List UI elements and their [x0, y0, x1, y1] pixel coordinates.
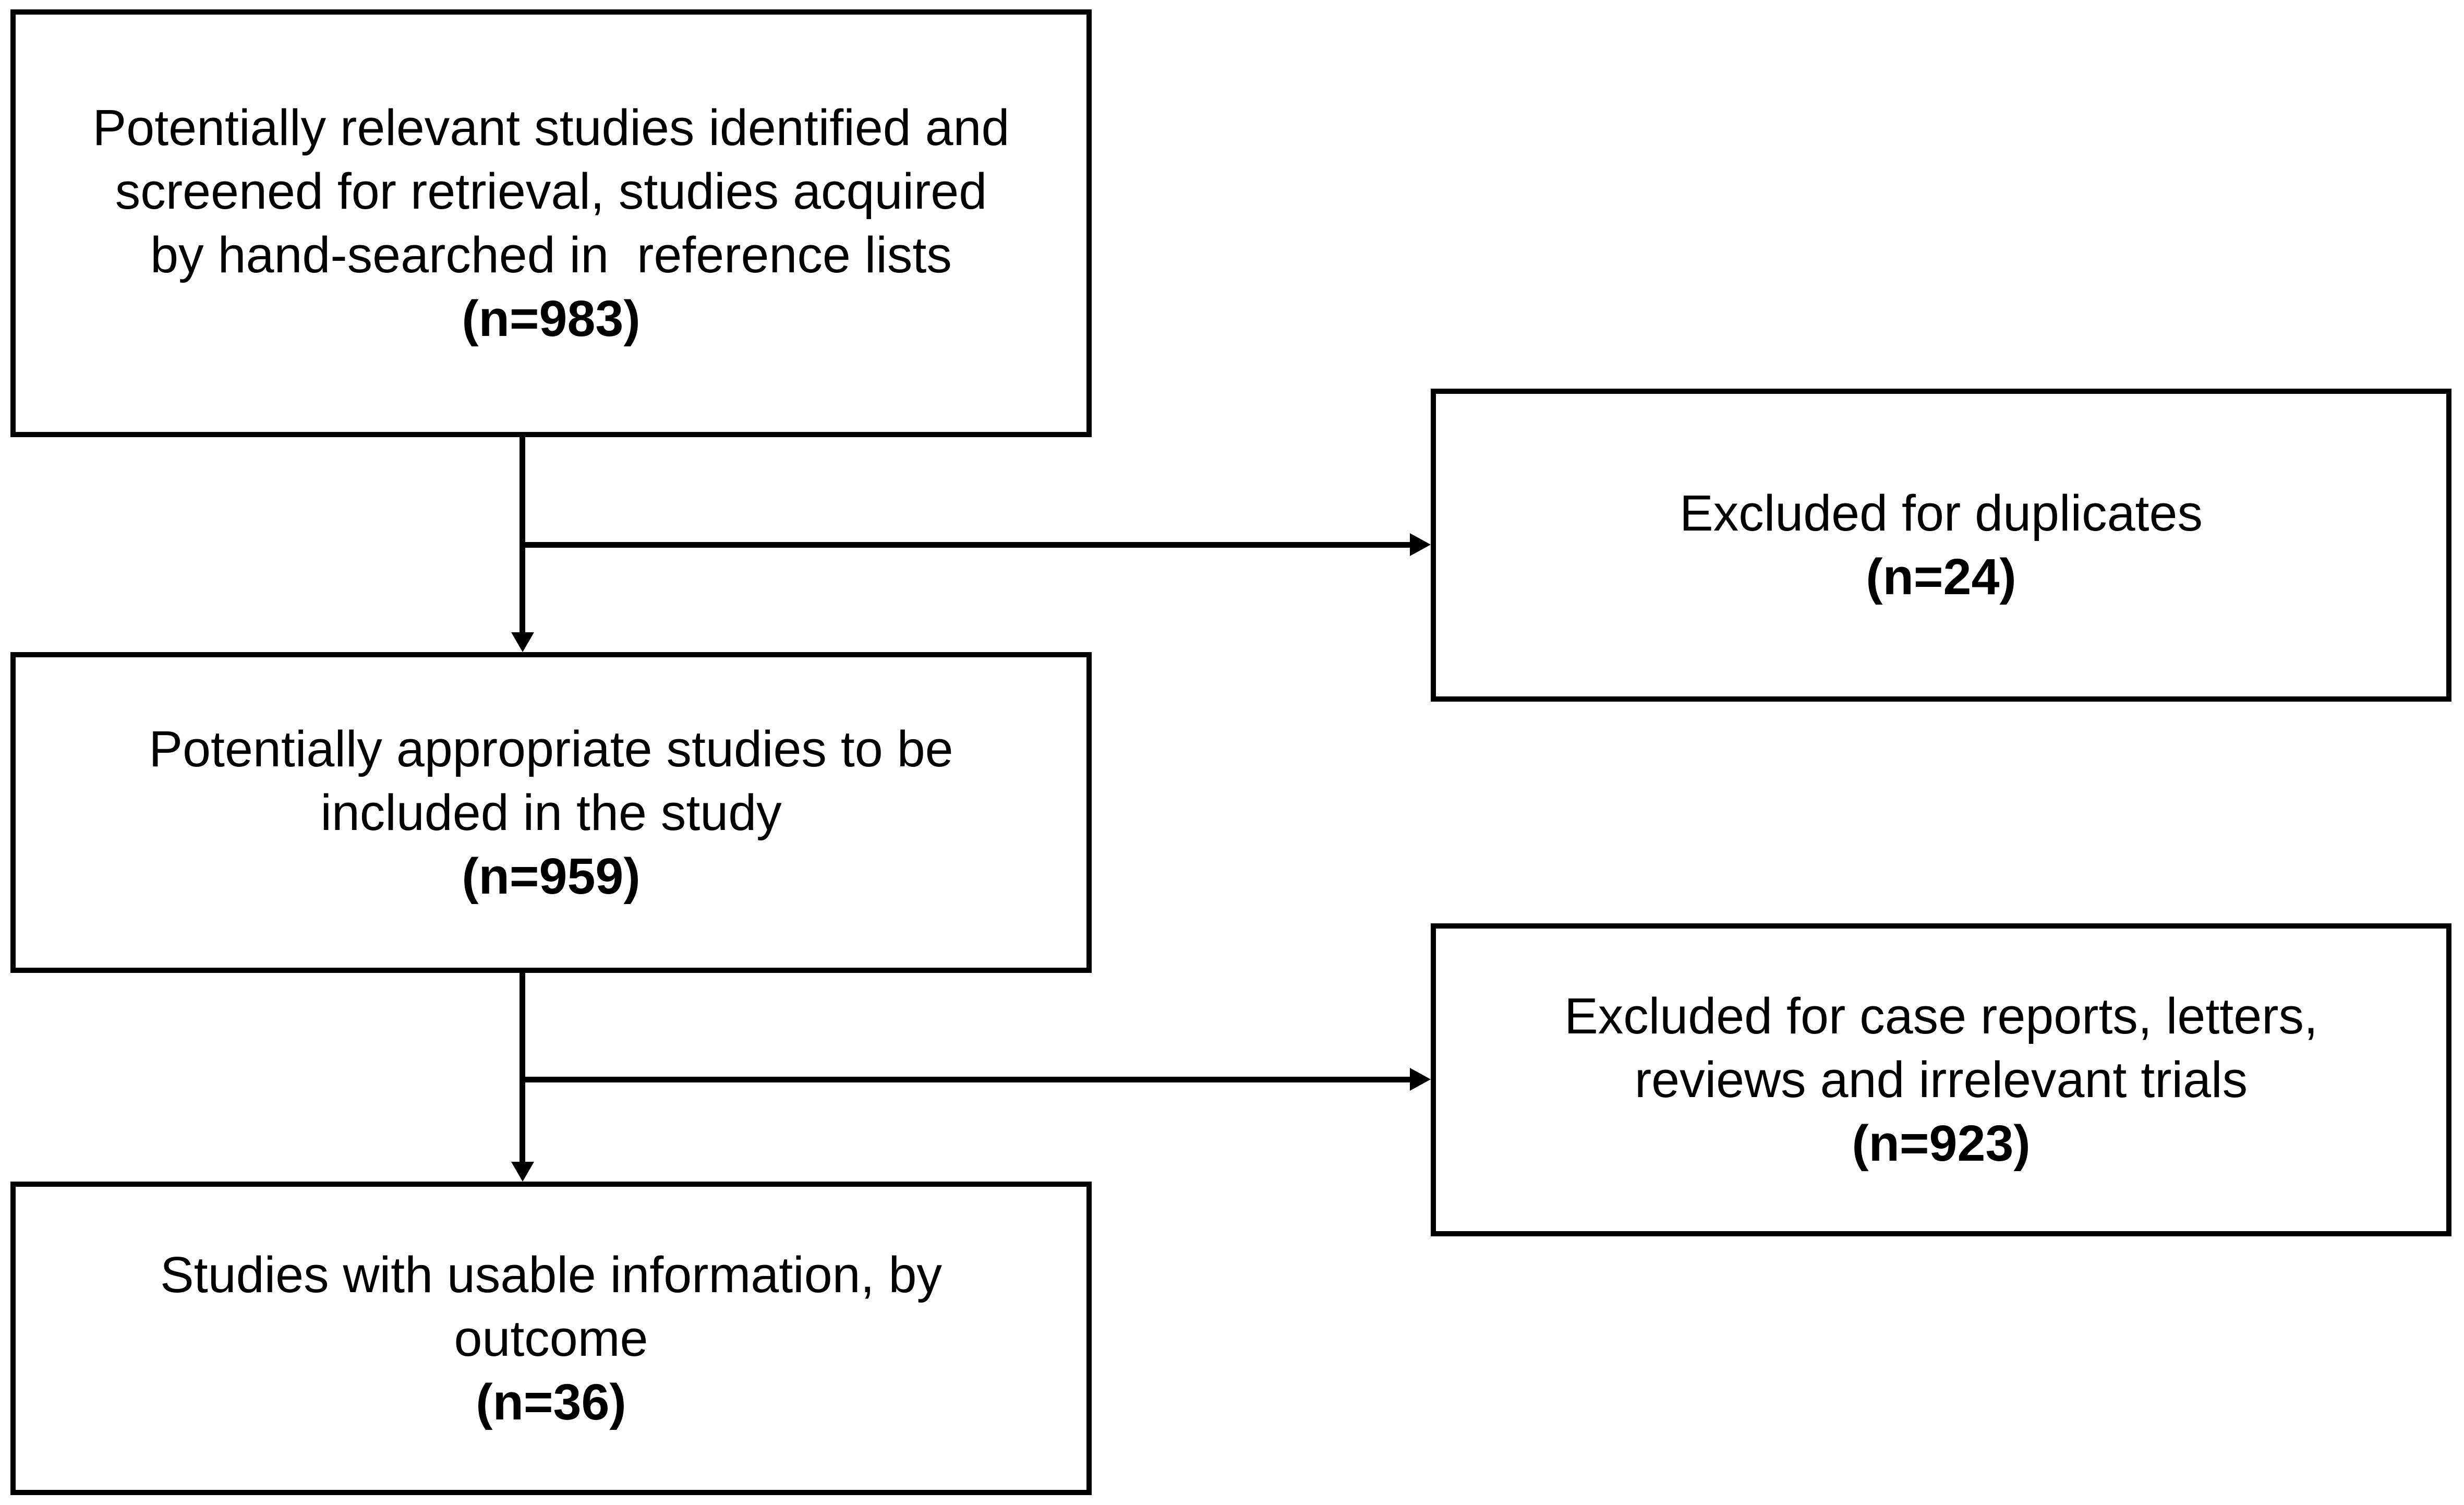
box-text-line: by hand-searched in reference lists — [150, 226, 952, 283]
box-excluded-duplicates: Excluded for duplicates (n=24) — [1431, 389, 2451, 702]
box-text-line: Studies with usable information, by — [160, 1246, 942, 1303]
box-text-line: reviews and irrelevant trials — [1634, 1051, 2248, 1108]
arrowhead-down-icon — [511, 1162, 534, 1182]
box-excluded-case-reports: Excluded for case reports, letters, revi… — [1431, 923, 2451, 1236]
arrowhead-right-icon — [1410, 1068, 1431, 1091]
box-count: (n=959) — [462, 847, 641, 905]
box-text-line: Excluded for duplicates — [1680, 485, 2203, 541]
box-text-line: Potentially appropriate studies to be — [149, 720, 953, 777]
box-identified-studies: Potentially relevant studies identified … — [10, 9, 1092, 437]
box-text-line: outcome — [454, 1309, 648, 1367]
box-text-line: Excluded for case reports, letters, — [1564, 988, 2318, 1044]
arrow-appropriate-to-usable-line — [520, 973, 525, 1162]
arrow-to-excluded-duplicates-line — [520, 542, 1410, 548]
arrowhead-right-icon — [1410, 533, 1431, 556]
box-text-line: Potentially relevant studies identified … — [92, 99, 1010, 156]
box-usable-studies: Studies with usable information, by outc… — [10, 1182, 1092, 1495]
arrow-to-excluded-case-reports-line — [520, 1077, 1410, 1082]
arrowhead-down-icon — [511, 632, 534, 652]
box-text-line: included in the study — [320, 784, 782, 841]
box-appropriate-studies: Potentially appropriate studies to be in… — [10, 652, 1092, 973]
arrow-identified-to-appropriate-line — [520, 437, 525, 632]
box-text-line: screened for retrieval, studies acquired — [115, 163, 987, 220]
box-count: (n=36) — [476, 1373, 626, 1430]
box-count: (n=983) — [462, 290, 641, 347]
box-count: (n=923) — [1852, 1115, 2031, 1172]
box-count: (n=24) — [1866, 548, 2016, 605]
